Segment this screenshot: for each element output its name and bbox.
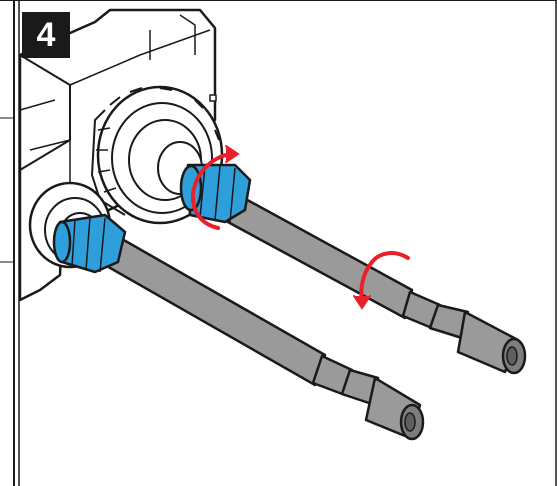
lower-nut [52,213,127,274]
rotate-arrow-icon [190,145,240,230]
rotate-arrow-icon [353,251,410,310]
upper-nut [179,163,252,224]
lower-hose [103,233,425,441]
step-number-badge: 4 [22,12,70,58]
